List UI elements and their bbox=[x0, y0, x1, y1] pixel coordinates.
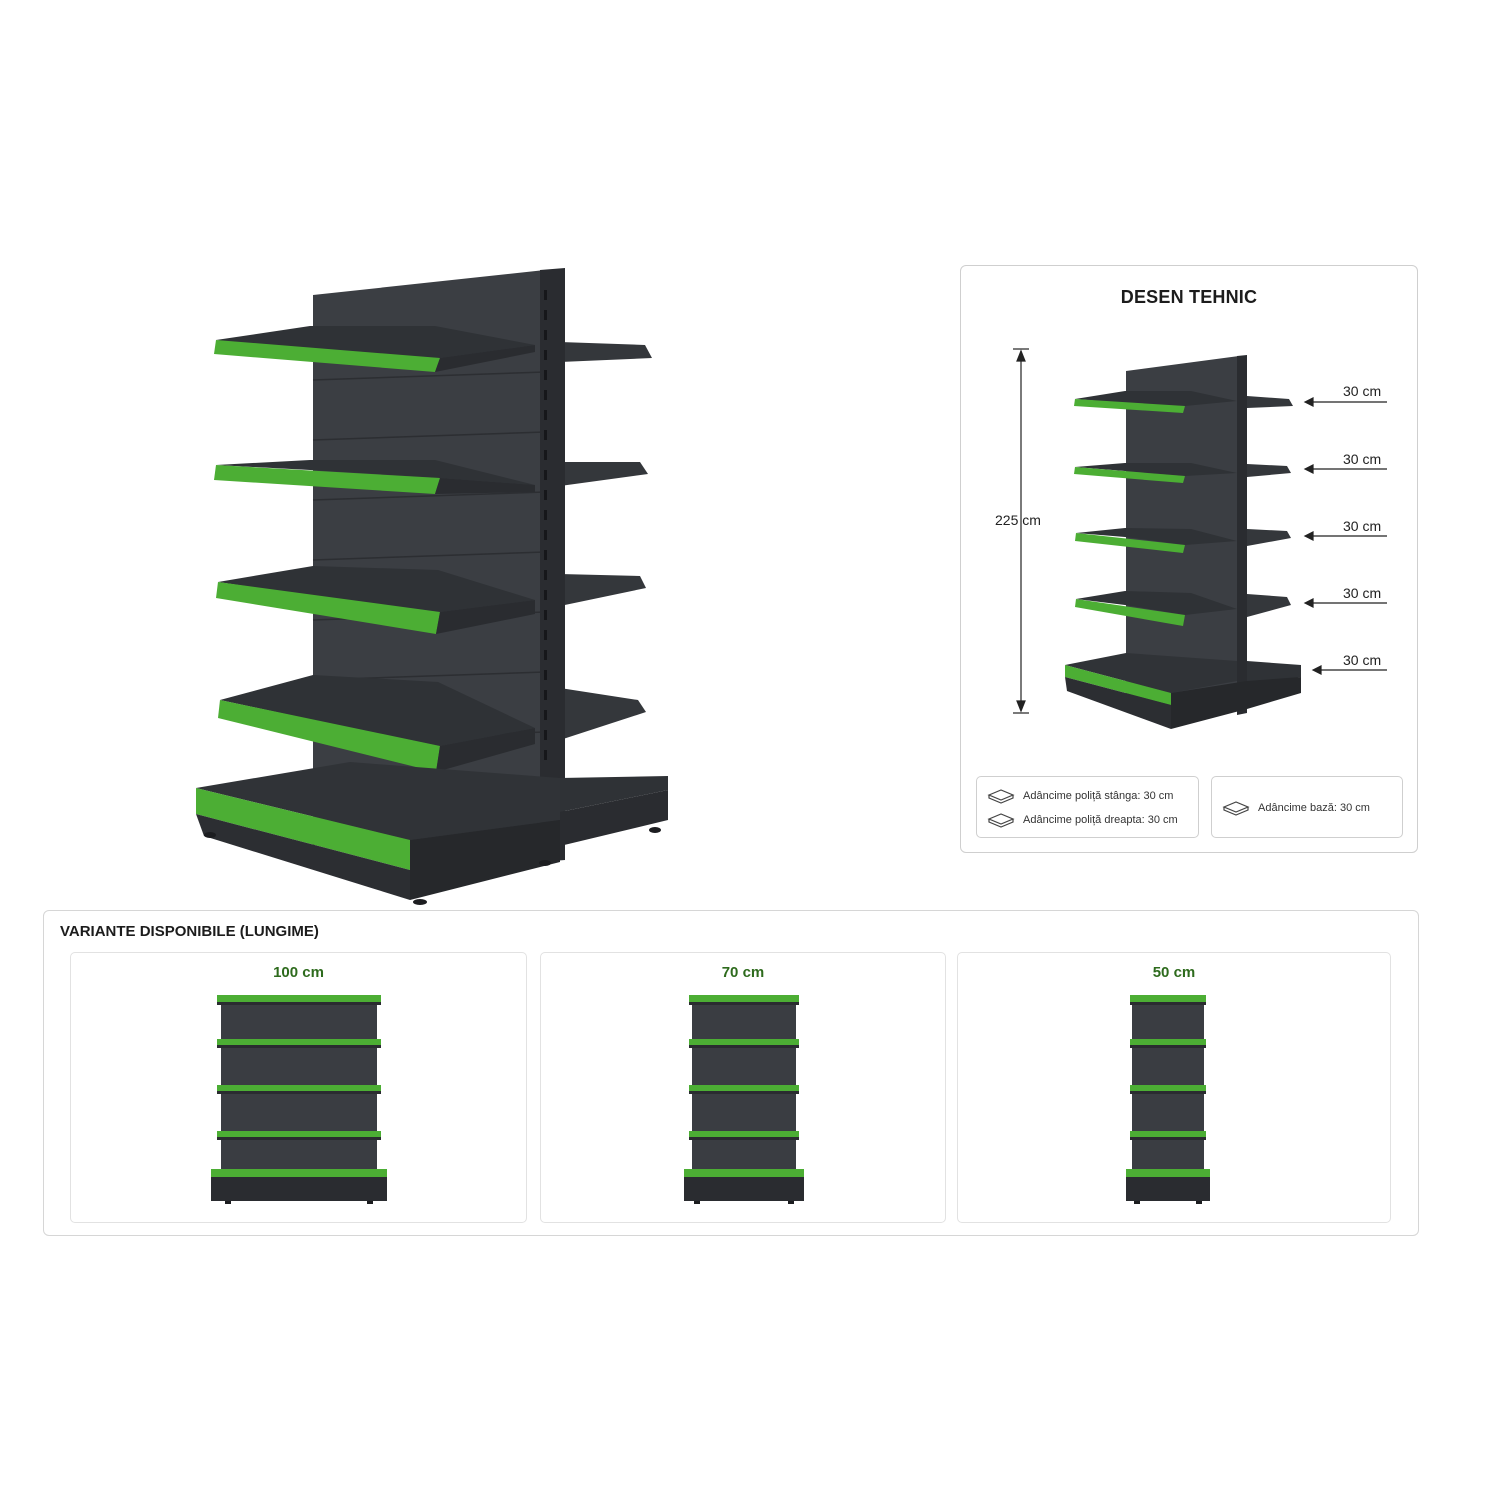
depth-base-label: Adâncime bază: bbox=[1258, 802, 1337, 814]
variants-panel: VARIANTE DISPONIBILE (LUNGIME) 100 cm 70… bbox=[43, 910, 1419, 1236]
shelf-depth-icon bbox=[987, 789, 1015, 804]
variant-shelf-image-100 bbox=[211, 995, 387, 1204]
shelf-spacing-label-1: 30 cm bbox=[1343, 383, 1382, 399]
variant-label: 70 cm bbox=[721, 964, 765, 981]
depth-right-label: Adâncime poliță dreapta: bbox=[1023, 814, 1145, 826]
shelf-spacing-label-5: 30 cm bbox=[1343, 652, 1382, 668]
technical-drawing-panel: DESEN TEHNIC bbox=[960, 265, 1418, 853]
shelf-depth-box: Adâncime poliță stânga: 30 cm Adâncime p… bbox=[976, 776, 1199, 838]
depth-base-value: 30 cm bbox=[1339, 802, 1370, 814]
variant-shelf-image-70 bbox=[684, 995, 804, 1204]
gondola-shelf-image bbox=[196, 268, 668, 905]
technical-drawing-title: DESEN TEHNIC bbox=[1120, 287, 1258, 307]
variant-shelf-image-50 bbox=[1126, 995, 1210, 1204]
variant-card-70[interactable]: 70 cm bbox=[540, 952, 946, 1223]
height-dimension-line bbox=[1013, 348, 1029, 714]
shelf-spacing-label-2: 30 cm bbox=[1343, 451, 1382, 467]
variant-card-50[interactable]: 50 cm bbox=[957, 952, 1391, 1223]
height-label: 225 cm bbox=[995, 512, 1041, 528]
variant-card-100[interactable]: 100 cm bbox=[70, 952, 527, 1223]
base-depth: Adâncime bază: 30 cm bbox=[1222, 800, 1370, 816]
variant-label: 100 cm bbox=[273, 964, 324, 981]
base-depth-box: Adâncime bază: 30 cm bbox=[1211, 776, 1403, 838]
variants-title: VARIANTE DISPONIBILE (LUNGIME) bbox=[60, 923, 319, 940]
hero-shelves bbox=[214, 326, 535, 772]
base-depth-icon bbox=[1222, 801, 1250, 816]
depth-left-label: Adâncime poliță stânga: bbox=[1023, 790, 1141, 802]
shelf-depth-left: Adâncime poliță stânga: 30 cm bbox=[987, 788, 1173, 804]
depth-right-value: 30 cm bbox=[1147, 814, 1178, 826]
depth-left-value: 30 cm bbox=[1143, 790, 1174, 802]
shelf-depth-icon bbox=[987, 813, 1015, 828]
shelf-depth-right: Adâncime poliță dreapta: 30 cm bbox=[987, 812, 1178, 828]
technical-drawing bbox=[1013, 348, 1387, 729]
shelf-spacing-label-4: 30 cm bbox=[1343, 585, 1382, 601]
hero-base bbox=[196, 762, 668, 905]
variant-label: 50 cm bbox=[1152, 964, 1196, 981]
shelf-spacing-arrows bbox=[1303, 397, 1387, 675]
shelf-spacing-label-3: 30 cm bbox=[1343, 518, 1382, 534]
